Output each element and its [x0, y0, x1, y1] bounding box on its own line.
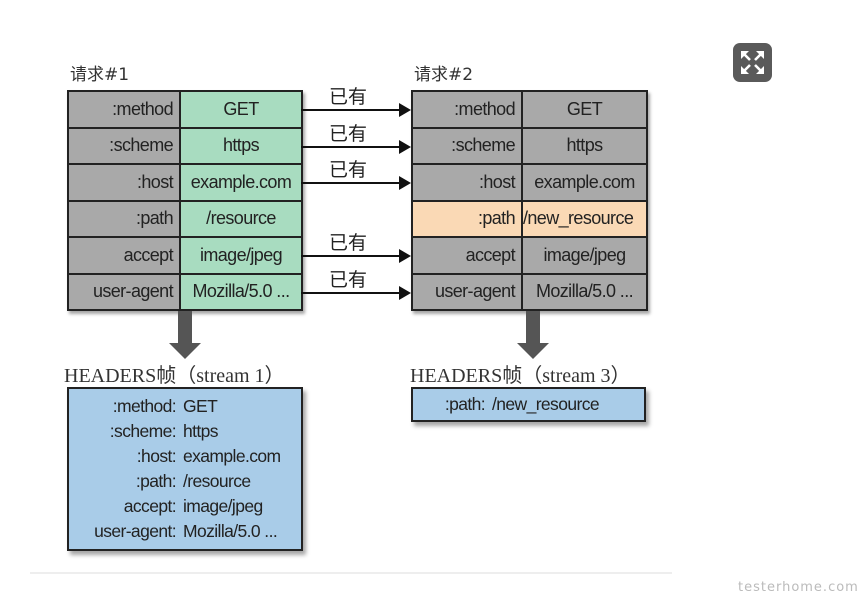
divider: [30, 572, 672, 574]
header-name: :method: [413, 92, 523, 127]
frame-header-name: :scheme:: [109, 421, 177, 441]
frame-header-value: GET: [183, 396, 218, 416]
header-value: image/jpeg: [523, 238, 646, 273]
frame-line: accept: image/jpeg: [69, 494, 301, 519]
header-value: Mozilla/5.0 ...: [523, 274, 646, 309]
down-arrow-1: [169, 311, 201, 359]
frame-header-name: :host:: [136, 446, 177, 466]
header-name: :method: [69, 92, 181, 127]
watermark: testerhome.com: [738, 580, 858, 595]
header-name: :scheme: [413, 128, 523, 163]
frame-line: :path: /new_resource: [413, 392, 644, 417]
existing-label: 已有: [329, 86, 368, 108]
existing-arrow: [301, 249, 411, 263]
header-value: example.com: [523, 165, 646, 200]
frame-line: :scheme: https: [69, 419, 301, 444]
header-name: :path: [69, 201, 181, 236]
frame-header-name: user-agent:: [94, 521, 177, 541]
header-value: https: [181, 128, 301, 163]
frame-header-name: accept:: [123, 496, 177, 516]
header-value: https: [523, 128, 646, 163]
frame-line: :method: GET: [69, 394, 301, 419]
frame1-box: :method: GET :scheme: https :host: example.co…: [67, 387, 303, 551]
frame-header-value: https: [183, 421, 219, 441]
frame-header-value: Mozilla/5.0 ...: [183, 521, 278, 541]
frame-line: user-agent: Mozilla/5.0 ...: [69, 519, 301, 544]
existing-label: 已有: [329, 159, 368, 181]
header-value: GET: [523, 92, 646, 127]
header-value: /new_resource: [523, 201, 646, 236]
frame-line: :host: example.com: [69, 444, 301, 469]
frame-header-value: image/jpeg: [183, 496, 263, 516]
frame-header-name: :path:: [444, 394, 486, 414]
existing-arrow: [301, 103, 411, 117]
frame-header-value: /new_resource: [492, 394, 600, 414]
header-value: GET: [181, 92, 301, 127]
expand-button[interactable]: [733, 43, 772, 82]
frame-line: :path: /resource: [69, 469, 301, 494]
header-name: user-agent: [413, 274, 523, 309]
frame-header-name: :path:: [135, 471, 177, 491]
header-row: :path/new_resource: [413, 201, 646, 238]
header-name: :path: [413, 201, 523, 236]
header-row: :path/resource: [69, 201, 301, 238]
frame3-title: HEADERS帧（stream 3）: [410, 365, 631, 387]
existing-arrow: [301, 139, 411, 154]
header-name: accept: [413, 238, 523, 273]
existing-label: 已有: [329, 268, 368, 291]
expand-arrows-icon: [741, 51, 764, 74]
header-value: example.com: [181, 165, 301, 200]
existing-label: 已有: [329, 232, 368, 254]
existing-arrow: [301, 176, 411, 190]
header-name: user-agent: [69, 274, 181, 309]
frame-header-value: example.com: [183, 446, 281, 466]
header-name: :scheme: [69, 128, 181, 163]
frame1-title: HEADERS帧（stream 1）: [64, 365, 285, 387]
request2-title: 请求#2: [414, 65, 474, 85]
down-arrow-2: [517, 311, 549, 359]
header-value: /resource: [181, 201, 301, 236]
frame-header-value: /resource: [183, 471, 251, 491]
existing-arrow: [301, 285, 411, 300]
header-value: image/jpeg: [181, 238, 301, 273]
header-name: :host: [69, 165, 181, 200]
header-value: Mozilla/5.0 ...: [181, 274, 301, 309]
header-name: :host: [413, 165, 523, 200]
header-name: accept: [69, 238, 181, 273]
request1-title: 请求#1: [70, 65, 130, 85]
existing-label: 已有: [329, 122, 368, 145]
frame-header-name: :method:: [112, 396, 177, 416]
frame3-box: :path: /new_resource: [411, 387, 646, 422]
